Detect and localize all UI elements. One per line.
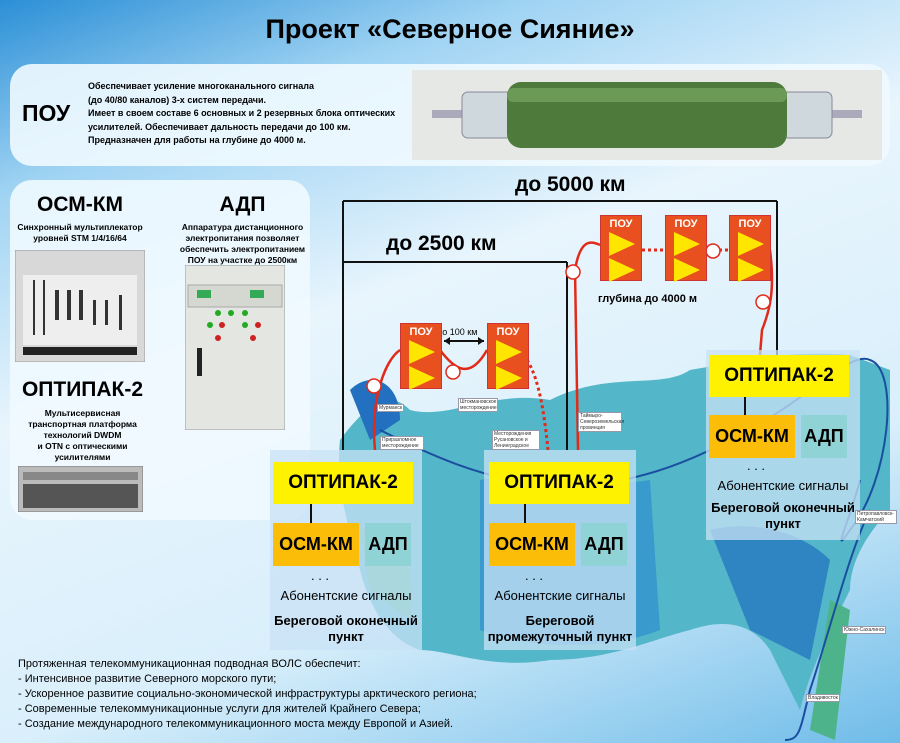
- optipak-box: ОПТИПАК-2: [489, 462, 629, 504]
- amplifier-triangle-icon: [409, 340, 435, 364]
- pou-desc-line: (до 40/80 каналов) 3-х систем передачи.: [88, 94, 267, 105]
- optipak-desc-line: и OTN с оптическими: [37, 441, 128, 451]
- field-rusanov: Месторождения Русановское и Ленинградско…: [492, 430, 540, 450]
- benefits-text: Протяженная телекоммуникационная подводн…: [18, 657, 477, 732]
- field-taimyr: Таймыро-Североземельская провинция: [578, 412, 625, 432]
- pou-description: Обеспечивает усиление многоканального си…: [88, 80, 395, 148]
- optipak-desc-line: транспортная платформа: [28, 419, 137, 429]
- station-name-line: пункт: [765, 516, 801, 531]
- pou-box-label: ПОУ: [609, 218, 633, 230]
- terminal-station-west: ОПТИПАК-2 ОСМ-КМ АДП . . . Абонентские с…: [270, 450, 422, 650]
- intermediate-station: ОПТИПАК-2 ОСМ-КМ АДП . . . Абонентские с…: [484, 450, 636, 650]
- distance-100-label: до 100 км: [437, 327, 478, 337]
- amplifier-triangle-icon: [609, 232, 635, 256]
- amplifier-triangle-icon: [738, 232, 764, 256]
- field-prirazlom: Приразломное месторождение: [380, 436, 424, 450]
- amplifier-triangle-icon: [738, 258, 764, 282]
- benefits-line: - Ускоренное развитие социально-экономич…: [18, 688, 477, 700]
- connector-line: [524, 504, 526, 524]
- field-shtokman: Штокмановское месторождение: [458, 398, 498, 412]
- distance-5000-label: до 5000 км: [515, 173, 626, 196]
- benefits-line: - Современные телекоммуникационные услуг…: [18, 703, 421, 715]
- benefits-line: - Интенсивное развитие Северного морског…: [18, 673, 277, 685]
- osm-desc-line: Синхронный мультиплекатор: [17, 222, 143, 232]
- terminal-station-east: ОПТИПАК-2 ОСМ-КМ АДП . . . Абонентские с…: [706, 350, 860, 540]
- adp-box: АДП: [365, 523, 411, 566]
- osm-km-image: [15, 250, 145, 362]
- pou-amplifier-box: ПОУ: [600, 215, 642, 282]
- dots: . . .: [746, 458, 766, 473]
- pou-amplifier-box: ПОУ: [729, 215, 771, 282]
- optipak-desc-line: Мультисервисная: [44, 408, 121, 418]
- pou-desc-line: Обеспечивает усиление многоканального си…: [88, 81, 314, 91]
- adp-cabinet-image: [185, 265, 285, 430]
- subscriber-signals: Абонентские сигналы: [280, 588, 412, 603]
- osm-km-box: ОСМ-КМ: [273, 523, 359, 566]
- pou-box-label: ПОУ: [409, 326, 433, 338]
- osm-title: ОСМ-КМ: [36, 193, 124, 216]
- adp-title: АДП: [219, 193, 266, 216]
- connector-line: [310, 504, 312, 524]
- optipak-box: ОПТИПАК-2: [273, 462, 413, 504]
- osm-desc-line: уровней STM 1/4/16/64: [33, 233, 127, 243]
- optipak-title: ОПТИПАК-2: [21, 378, 144, 401]
- station-name-line: Береговой оконечный: [711, 500, 855, 515]
- pou-box-label: ПОУ: [674, 218, 698, 230]
- city-vladivostok: Владивосток: [806, 694, 840, 702]
- osm-km-box: ОСМ-КМ: [489, 523, 575, 566]
- benefits-line: - Создание международного телекоммуникац…: [18, 718, 454, 730]
- station-name-line: промежуточный пункт: [487, 629, 633, 644]
- pou-desc-line: Предназначен для работы на глубине до 40…: [88, 135, 306, 145]
- subscriber-signals: Абонентские сигналы: [717, 478, 849, 493]
- amplifier-triangle-icon: [674, 232, 700, 256]
- subscriber-signals: Абонентские сигналы: [494, 588, 626, 603]
- amplifier-triangle-icon: [496, 340, 522, 364]
- adp-desc-line: электропитания позволяет: [185, 233, 300, 243]
- depth-label: глубина до 4000 м: [598, 293, 698, 305]
- amplifier-triangle-icon: [609, 258, 635, 282]
- pou-amplifier-box: ПОУ: [665, 215, 707, 282]
- optipak-box: ОПТИПАК-2: [709, 355, 849, 397]
- city-murmansk: Мурманск: [377, 404, 405, 412]
- amplifier-triangle-icon: [674, 258, 700, 282]
- pou-box-label: ПОУ: [738, 218, 762, 230]
- pou-desc-line: Имеет в своем составе 6 основных и 2 рез…: [88, 108, 396, 118]
- adp-desc-line: ПОУ на участке до 2500км: [187, 255, 298, 265]
- distance-2500-label: до 2500 км: [386, 232, 497, 255]
- city-sakhalinsk: Южно-Сахалинск: [842, 626, 887, 634]
- pou-amplifier-box: ПОУ: [487, 323, 529, 390]
- amplifier-triangle-icon: [409, 366, 435, 390]
- adp-box: АДП: [581, 523, 627, 566]
- page-title: Проект «Северное Сияние»: [265, 14, 635, 44]
- connector-line: [744, 397, 746, 417]
- adp-desc-line: обеспечить электропитанием: [179, 244, 306, 254]
- dots: . . .: [310, 568, 330, 583]
- station-name-line: пункт: [328, 629, 364, 644]
- pou-amplifier-box: ПОУ: [400, 323, 442, 390]
- station-name-line: Береговой: [525, 613, 595, 628]
- pou-amplifier-image: [412, 70, 882, 160]
- pou-heading: ПОУ: [22, 100, 71, 126]
- osm-km-box: ОСМ-КМ: [709, 415, 795, 458]
- optipak-image: [18, 466, 143, 512]
- benefits-line: Протяженная телекоммуникационная подводн…: [18, 658, 361, 670]
- amplifier-triangle-icon: [496, 366, 522, 390]
- pou-desc-line: усилителей. Обеспечивает дальность перед…: [88, 121, 351, 132]
- pou-box-label: ПОУ: [496, 326, 520, 338]
- adp-box: АДП: [801, 415, 847, 458]
- dots: . . .: [524, 568, 544, 583]
- city-petropavlovsk: Петропавловск-Камчатский: [855, 510, 897, 524]
- optipak-desc-line: технологий DWDM: [43, 430, 122, 440]
- station-name-line: Береговой оконечный: [274, 613, 418, 628]
- optipak-desc-line: усилителями: [54, 452, 111, 462]
- adp-desc-line: Аппаратура дистанционного: [181, 222, 304, 232]
